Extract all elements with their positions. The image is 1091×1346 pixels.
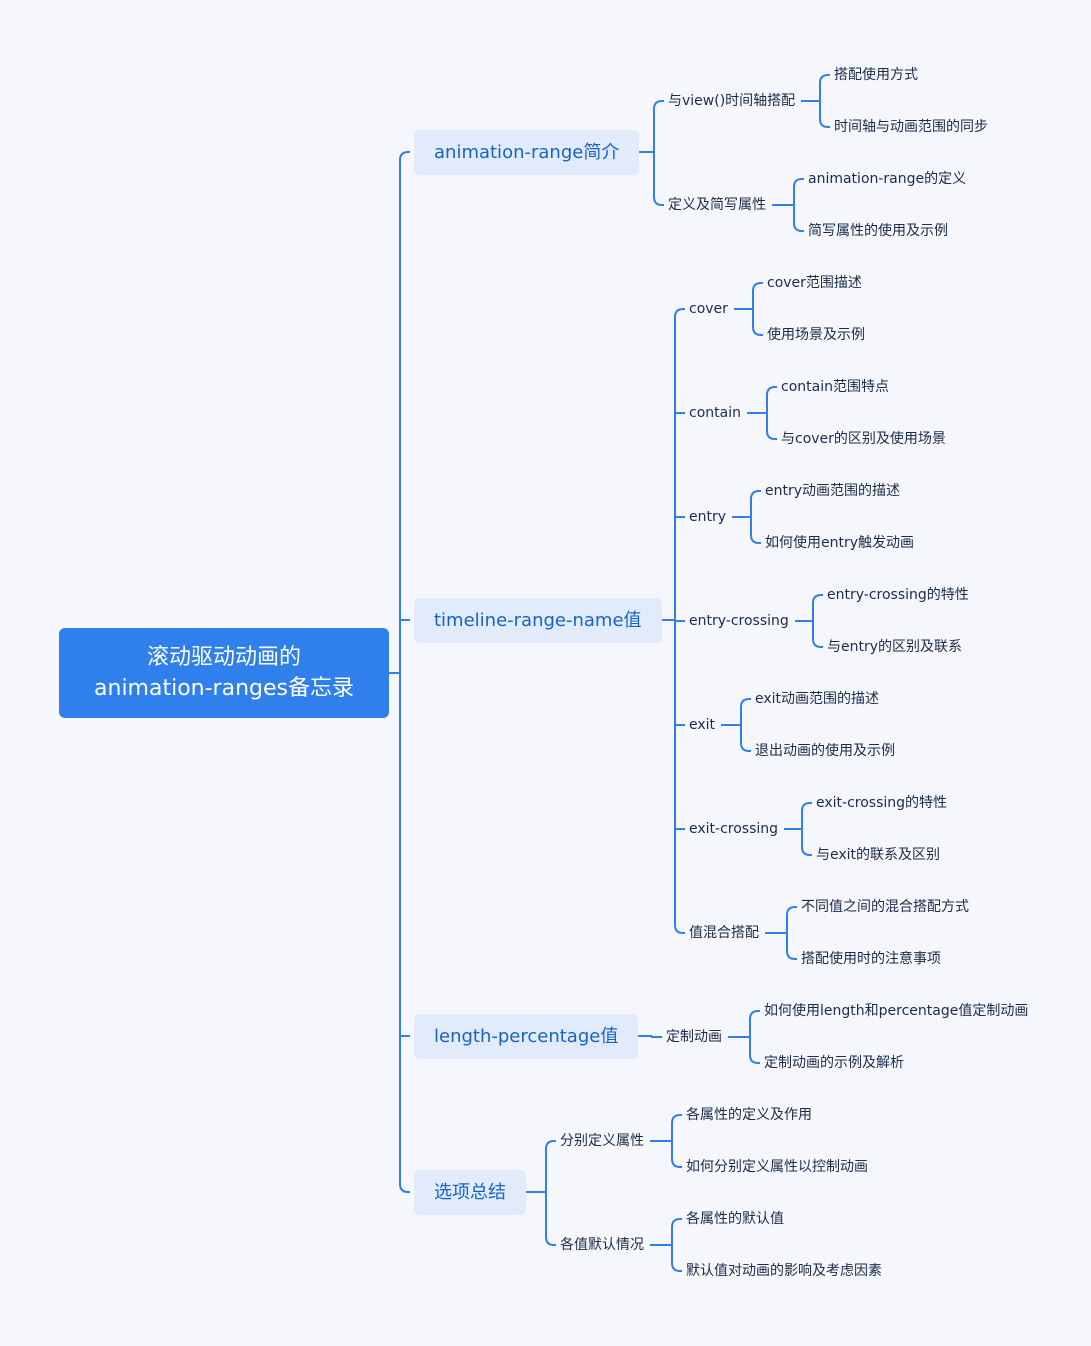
connector bbox=[749, 1054, 760, 1064]
connector bbox=[671, 1262, 682, 1272]
connector bbox=[793, 222, 804, 232]
topic-cover[interactable]: cover bbox=[689, 301, 728, 317]
topic-definition-shorthand[interactable]: 定义及简写属性 bbox=[668, 197, 766, 213]
topic-exit[interactable]: exit bbox=[689, 717, 716, 733]
branch-animation-range-intro[interactable]: animation-range简介 bbox=[414, 130, 640, 175]
connector bbox=[749, 1010, 760, 1020]
connector bbox=[786, 950, 797, 960]
connector bbox=[786, 906, 797, 916]
connector bbox=[766, 386, 777, 396]
leaf[interactable]: 退出动画的使用及示例 bbox=[755, 743, 895, 759]
leaf[interactable]: 与entry的区别及联系 bbox=[827, 639, 963, 655]
connector bbox=[399, 151, 410, 161]
connector bbox=[651, 1036, 662, 1038]
leaf[interactable]: 与exit的联系及区别 bbox=[816, 847, 941, 863]
leaf[interactable]: 默认值对动画的影响及考虑因素 bbox=[686, 1263, 882, 1279]
connector bbox=[752, 326, 763, 336]
connector bbox=[671, 1114, 682, 1124]
leaf[interactable]: 与cover的区别及使用场景 bbox=[781, 431, 946, 447]
root-node[interactable]: 滚动驱动动画的 animation-ranges备忘录 bbox=[59, 628, 389, 718]
connector bbox=[819, 118, 830, 128]
connector bbox=[750, 490, 761, 500]
connector bbox=[812, 594, 823, 604]
topic-view-timeline[interactable]: 与view()时间轴搭配 bbox=[668, 93, 796, 109]
topic-separate-properties[interactable]: 分别定义属性 bbox=[560, 1133, 644, 1149]
root-title-line-1: 滚动驱动动画的 bbox=[146, 645, 301, 670]
connector bbox=[671, 1218, 682, 1228]
leaf[interactable]: 简写属性的使用及示例 bbox=[808, 223, 948, 239]
leaf[interactable]: 不同值之间的混合搭配方式 bbox=[801, 899, 969, 915]
connector bbox=[819, 74, 830, 84]
leaf[interactable]: animation-range的定义 bbox=[808, 171, 967, 187]
leaf[interactable]: exit动画范围的描述 bbox=[755, 691, 880, 707]
connector bbox=[399, 1183, 410, 1193]
connector bbox=[545, 1236, 556, 1246]
connector bbox=[740, 698, 751, 708]
leaf[interactable]: 如何使用entry触发动画 bbox=[765, 535, 915, 551]
leaf[interactable]: entry动画范围的描述 bbox=[765, 483, 901, 499]
branch-length-percentage[interactable]: length-percentage值 bbox=[414, 1014, 639, 1059]
leaf[interactable]: 搭配使用时的注意事项 bbox=[801, 951, 941, 967]
topic-custom-animation[interactable]: 定制动画 bbox=[666, 1029, 722, 1045]
connector bbox=[801, 846, 812, 856]
connector bbox=[674, 308, 685, 318]
branch-timeline-range-name[interactable]: timeline-range-name值 bbox=[414, 598, 662, 643]
root-title-line-2: animation-ranges备忘录 bbox=[94, 676, 354, 701]
connector bbox=[674, 924, 685, 934]
connector bbox=[750, 534, 761, 544]
leaf[interactable]: 搭配使用方式 bbox=[834, 67, 918, 83]
connector bbox=[740, 742, 751, 752]
leaf[interactable]: 时间轴与动画范围的同步 bbox=[834, 119, 988, 135]
branch-options-summary[interactable]: 选项总结 bbox=[414, 1170, 526, 1215]
connector bbox=[545, 1140, 556, 1150]
connector bbox=[653, 100, 664, 110]
leaf[interactable]: 各属性的默认值 bbox=[686, 1211, 784, 1227]
connector bbox=[766, 430, 777, 440]
leaf[interactable]: 如何使用length和percentage值定制动画 bbox=[764, 1003, 1029, 1019]
connector bbox=[671, 1158, 682, 1168]
leaf[interactable]: 定制动画的示例及解析 bbox=[764, 1055, 904, 1071]
topic-default-values[interactable]: 各值默认情况 bbox=[560, 1237, 644, 1253]
topic-value-mixing[interactable]: 值混合搭配 bbox=[689, 925, 759, 941]
topic-exit-crossing[interactable]: exit-crossing bbox=[689, 821, 779, 837]
connector bbox=[752, 282, 763, 292]
leaf[interactable]: 如何分别定义属性以控制动画 bbox=[686, 1159, 868, 1175]
leaf[interactable]: entry-crossing的特性 bbox=[827, 587, 969, 603]
connector bbox=[793, 178, 804, 188]
topic-entry[interactable]: entry bbox=[689, 509, 727, 525]
leaf[interactable]: 使用场景及示例 bbox=[767, 327, 865, 343]
leaf[interactable]: contain范围特点 bbox=[781, 379, 889, 395]
leaf[interactable]: cover范围描述 bbox=[767, 275, 862, 291]
leaf[interactable]: exit-crossing的特性 bbox=[816, 795, 948, 811]
leaf[interactable]: 各属性的定义及作用 bbox=[686, 1107, 812, 1123]
connector bbox=[653, 196, 664, 206]
connector bbox=[812, 638, 823, 648]
topic-contain[interactable]: contain bbox=[689, 405, 741, 421]
topic-entry-crossing[interactable]: entry-crossing bbox=[689, 613, 789, 629]
connector bbox=[801, 802, 812, 812]
